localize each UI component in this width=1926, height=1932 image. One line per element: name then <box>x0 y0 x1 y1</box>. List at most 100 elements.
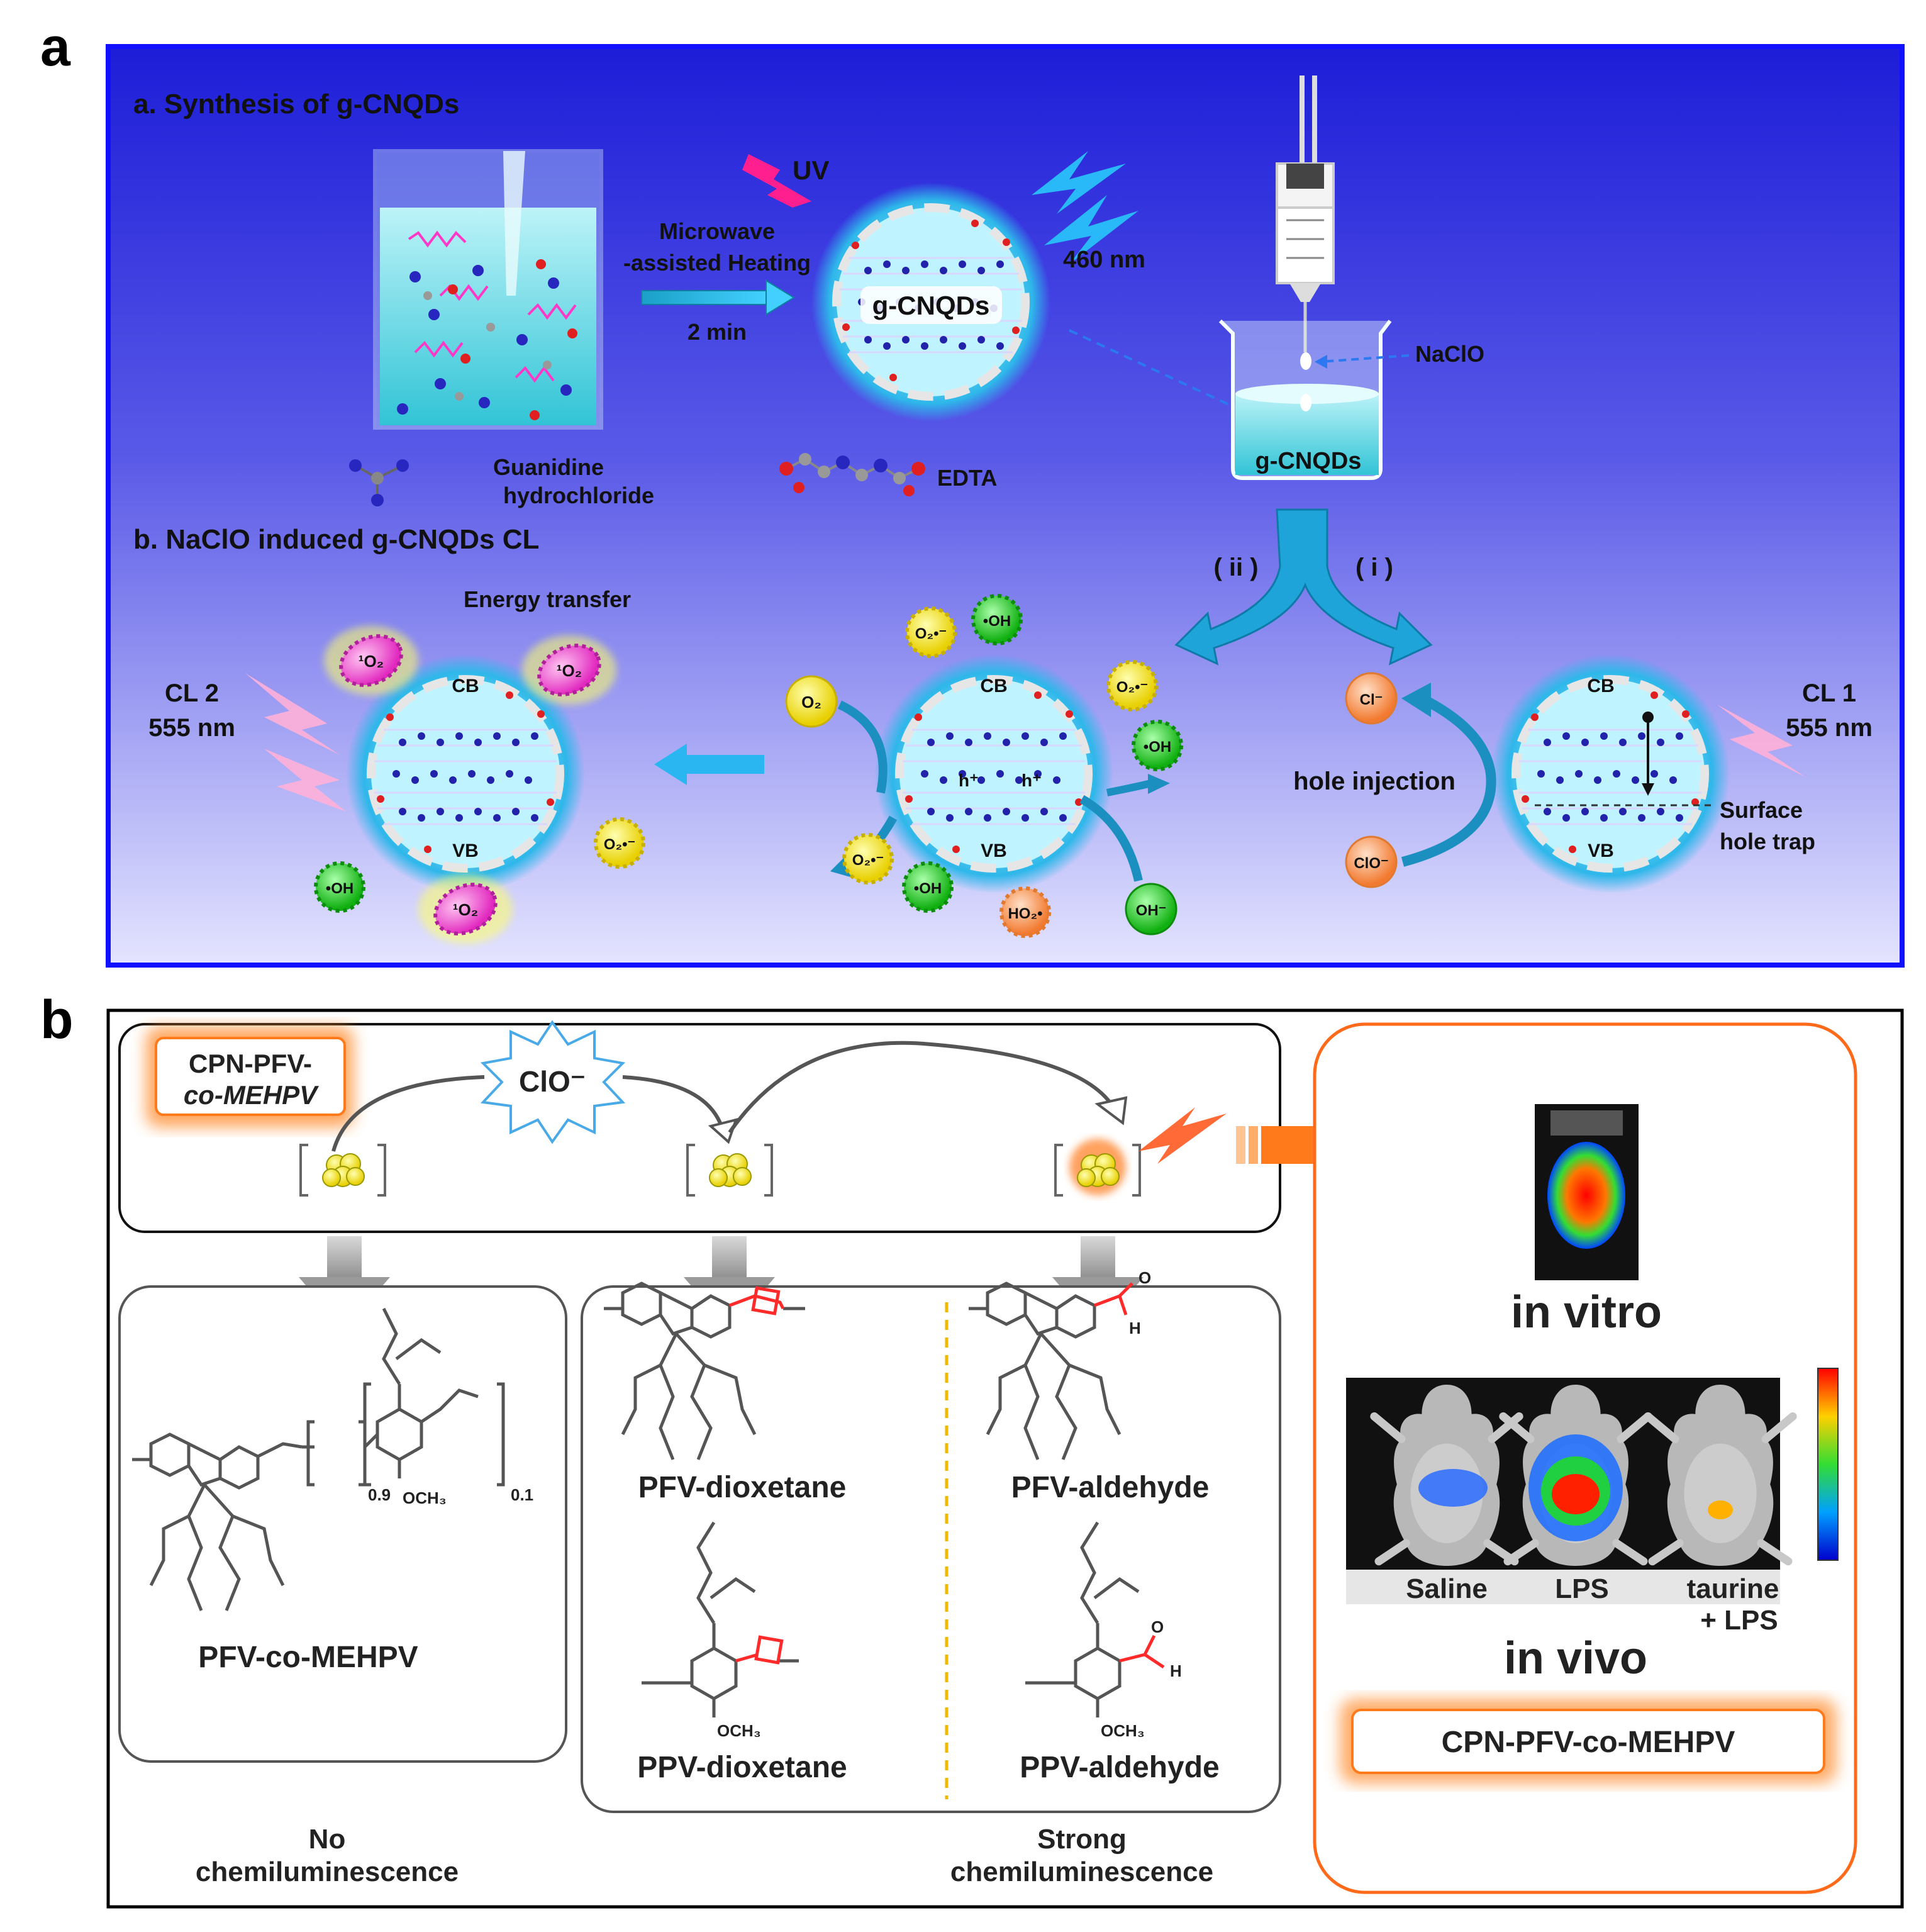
energy-transfer-label: Energy transfer <box>464 586 631 612</box>
no-cl-label-2: chemiluminescence <box>196 1857 459 1887</box>
uv-label: UV <box>793 155 829 185</box>
dioxetane-ring-2 <box>735 1635 784 1665</box>
reaction-beaker <box>373 149 603 430</box>
cl-minus-label: Cl⁻ <box>1360 691 1383 708</box>
guanidine-label: Guanidine <box>493 454 604 480</box>
g-cnqds-label-bg <box>860 286 1002 324</box>
uv-lightning-icon <box>742 154 818 220</box>
dioxetane-ring-1 <box>729 1286 785 1315</box>
qd-cl2-cb: CB <box>452 676 479 696</box>
microwave-label: Microwave <box>659 218 775 244</box>
qd-radical-vb: VB <box>981 840 1007 861</box>
oh-radical-right-label: •OH <box>1144 739 1171 756</box>
qd-radical-cb: CB <box>980 676 1007 696</box>
strong-cl-label-2: chemiluminescence <box>950 1857 1213 1887</box>
superoxide-top-label: O₂•⁻ <box>915 625 947 642</box>
aldehyde-o-1: O <box>1138 1268 1151 1287</box>
in-vivo-reflection <box>1346 1570 1780 1604</box>
cl1-label: CL 1 <box>1802 679 1856 707</box>
dioxetane-arrowhead <box>1094 1096 1128 1125</box>
beaker-qd-label: g-CNQDs <box>1255 448 1362 474</box>
oh-radical-bottom-label: •OH <box>914 880 942 897</box>
panel-b-letter: b <box>40 990 74 1050</box>
oh-radical-left-label: •OH <box>326 880 353 897</box>
surface-trap-label: Surface <box>1720 797 1803 823</box>
superoxide-left-label: O₂•⁻ <box>604 836 635 853</box>
g-cnqds-label: g-CNQDs <box>872 291 990 320</box>
in-vitro-image <box>1535 1104 1639 1280</box>
clo-minus-label: ClO⁻ <box>1354 855 1388 872</box>
singlet-oxygen-3-label: ¹O₂ <box>453 900 478 919</box>
strong-cl-label: Strong <box>1037 1824 1127 1855</box>
branching-arrow <box>1174 508 1433 666</box>
sub-01: 0.1 <box>511 1485 533 1504</box>
pfv-co-mehpv-label: PFV-co-MEHPV <box>198 1641 418 1674</box>
route-ii-label: ( ii ) <box>1213 554 1258 581</box>
saline-label: Saline <box>1406 1573 1488 1604</box>
oh-radical-top-label: •OH <box>983 613 1011 630</box>
o2-reduction-arrow <box>837 700 888 794</box>
superoxide-bottom-label: O₂•⁻ <box>852 852 884 869</box>
pfv-dioxetane-structure <box>604 1281 805 1460</box>
in-vitro-label: in vitro <box>1511 1287 1662 1337</box>
cpn-box-label: CPN-PFV-co-MEHPV <box>1442 1726 1735 1759</box>
pfv-co-mehpv-structure <box>132 1307 505 1611</box>
taurine-label: taurine <box>1687 1573 1779 1604</box>
cluster-initial <box>299 1144 386 1197</box>
naclo-label: NaClO <box>1415 341 1484 367</box>
pfv-dioxetane-label: PFV-dioxetane <box>638 1471 847 1504</box>
o2-ball <box>785 675 838 728</box>
hole-injection-arrow <box>1401 693 1496 867</box>
hole-2: h⁺ <box>1021 771 1042 790</box>
in-vivo-image <box>1346 1368 1839 1570</box>
naclo-beaker <box>1218 319 1392 480</box>
time-label: 2 min <box>687 319 747 345</box>
aldehyde-h-1: H <box>1129 1319 1141 1337</box>
cl-minus-ball <box>1345 672 1398 725</box>
cl-section-title: b. NaClO induced g-CNQDs CL <box>133 524 539 555</box>
clo-minus-ball <box>1345 835 1398 888</box>
pfv-aldehyde-label: PFV-aldehyde <box>1011 1471 1210 1504</box>
aldehyde-group-2 <box>1119 1634 1165 1669</box>
panel-a-letter: a <box>40 17 71 77</box>
aldehyde-h-2: H <box>1170 1661 1182 1680</box>
oh-out-arrowhead <box>1148 774 1170 794</box>
lps-label: LPS <box>1555 1573 1609 1604</box>
clo-arrow-2 <box>622 1075 725 1133</box>
ppv-dioxetane-label: PPV-dioxetane <box>637 1751 847 1784</box>
edta-label: EDTA <box>937 465 997 491</box>
cl2-label: CL 2 <box>165 679 219 707</box>
superoxide-right-label: O₂•⁻ <box>1116 679 1148 696</box>
recombination-arrow <box>1535 712 1711 807</box>
och3-2: OCH₃ <box>717 1721 761 1740</box>
clo-burst-icon <box>480 1020 626 1144</box>
ppv-dioxetane-structure <box>642 1521 799 1717</box>
clo-burst-label: ClO⁻ <box>519 1065 586 1098</box>
singlet-oxygen-2-label: ¹O₂ <box>557 661 582 680</box>
cl1-wavelength: 555 nm <box>1786 714 1873 742</box>
no-cl-box <box>118 1285 567 1763</box>
guanidine-label-2: hydrochloride <box>503 483 654 508</box>
cluster-oxidized <box>686 1144 773 1197</box>
hole-1: h⁺ <box>959 771 979 790</box>
microwave-label-2: -assisted Heating <box>623 250 811 276</box>
synthesis-arrow <box>641 279 795 316</box>
route-i-label: ( i ) <box>1355 554 1393 581</box>
qd-cl1-cb: CB <box>1587 676 1614 696</box>
cl2-lightning-icon <box>245 673 346 812</box>
och3-3: OCH₃ <box>1101 1721 1145 1740</box>
synthesis-title: a. Synthesis of g-CNQDs <box>133 89 459 120</box>
singlet-oxygen-1-label: ¹O₂ <box>359 652 384 671</box>
guanidine-molecule-icon <box>349 459 409 506</box>
cl2-wavelength: 555 nm <box>148 714 235 742</box>
ppv-aldehyde-structure <box>1025 1521 1140 1717</box>
cpn-label-2: co-MEHPV <box>184 1080 319 1110</box>
syringe-icon <box>1276 75 1335 352</box>
clo-arrow-1 <box>331 1075 485 1152</box>
ho2-label: HO₂• <box>1008 905 1042 922</box>
aldehyde-o-2: O <box>1151 1617 1164 1636</box>
cpn-label-box <box>155 1037 346 1116</box>
cpn-label: CPN-PFV- <box>189 1049 312 1078</box>
cpn-box <box>1351 1709 1825 1774</box>
